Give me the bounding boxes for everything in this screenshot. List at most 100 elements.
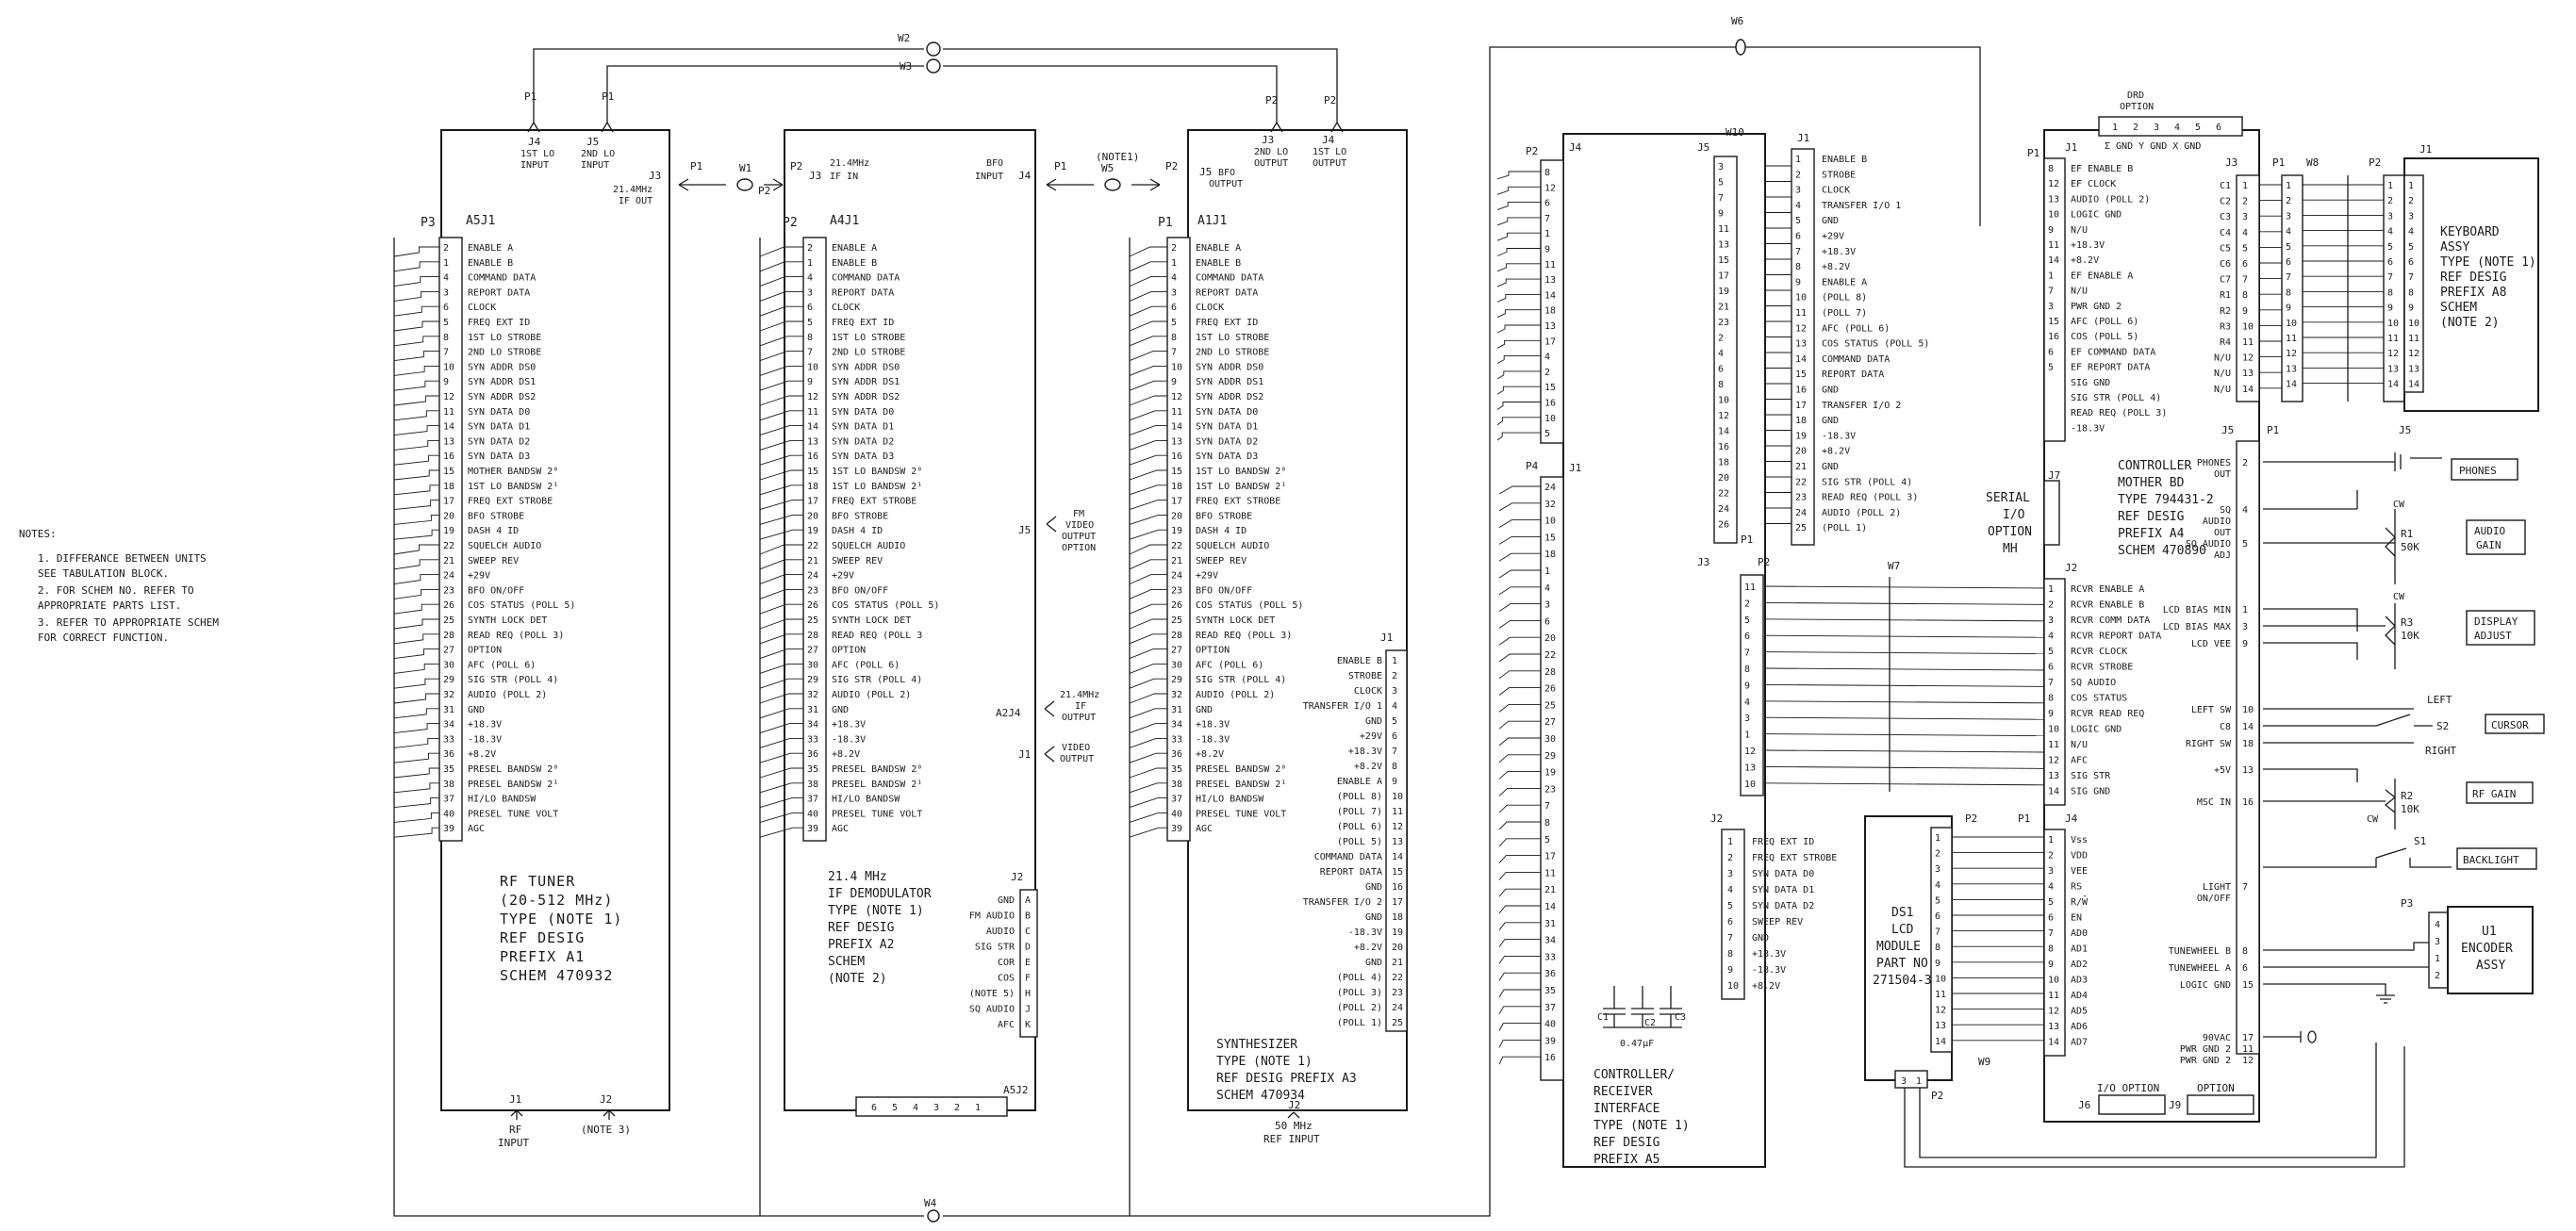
lcd-pin: 13 xyxy=(1935,1021,1946,1031)
j1r-label: ENABLE A xyxy=(1822,277,1867,287)
j1r-label: AUDIO (POLL 2) xyxy=(1822,508,1901,518)
pin-signal: +29V xyxy=(468,571,490,582)
connector-pin: 13 xyxy=(1544,321,1556,332)
pin-number: 25 xyxy=(443,616,454,626)
pin-signal: BFO STROBE xyxy=(1196,511,1252,521)
synth-j1-label: CLOCK xyxy=(1354,686,1382,697)
encoder-ref: P3 xyxy=(2401,897,2413,910)
drd-title: OPTION xyxy=(2120,102,2154,112)
kb-p1-pin: 13 xyxy=(2286,364,2297,374)
note3-arrow xyxy=(603,1109,616,1120)
pin-number: 35 xyxy=(443,764,454,775)
mb-j1-pin: 13 xyxy=(2048,194,2059,205)
mb-j4-pin: 1 xyxy=(2048,835,2054,845)
w7-wire xyxy=(1762,749,2045,753)
serial-label: SERIAL xyxy=(1986,491,2030,505)
synth-j1-label: ENABLE B xyxy=(1337,656,1382,666)
mb-j5-label: PWR GND 2 xyxy=(2180,1044,2231,1055)
pin-number: 35 xyxy=(807,764,818,775)
harness-wire xyxy=(1129,767,1167,779)
jack-ref: J5 xyxy=(1199,166,1212,178)
pin-number: 8 xyxy=(443,333,449,343)
keyboard-title: REF DESIG xyxy=(2440,271,2507,285)
mb-j2-label: RCVR READ REQ xyxy=(2071,709,2144,719)
harness-wire xyxy=(1496,186,1541,195)
pin-number: 26 xyxy=(1171,600,1182,611)
mb-j3-pin: 7 xyxy=(2242,275,2248,286)
connector-pin: 12 xyxy=(1744,747,1756,757)
synth-j1-pin: 5 xyxy=(1392,716,1397,727)
mb-j1-pin: 16 xyxy=(2048,332,2059,342)
r2-label: R2 xyxy=(2401,790,2413,802)
mb-j4-label: AD5 xyxy=(2071,1007,2088,1017)
mb-j1-label: LOGIC GND xyxy=(2071,210,2122,221)
panel-ref: J5 xyxy=(2399,424,2411,436)
harness-wire xyxy=(1498,1006,1541,1015)
mb-j3-label: C1 xyxy=(2220,181,2231,191)
kb-p1-pin: 8 xyxy=(2286,287,2291,298)
j1r-label: GND xyxy=(1822,462,1839,472)
connector-pin: 8 xyxy=(1727,949,1733,960)
pin-signal: PRESEL TUNE VOLT xyxy=(1196,809,1286,819)
harness-wire xyxy=(1129,693,1167,704)
mother-title: MOTHER BD xyxy=(2118,476,2185,490)
connector-pin: 21 xyxy=(1795,462,1807,472)
pin-number: 27 xyxy=(807,646,818,656)
j2-pin: C xyxy=(1025,927,1031,937)
keyboard-p1 xyxy=(2281,174,2304,402)
harness-wire xyxy=(393,693,439,704)
pin-signal: AFC (POLL 6) xyxy=(468,660,536,670)
display-label: ADJUST xyxy=(2474,630,2512,642)
jack-ref: J4 xyxy=(528,136,541,148)
j2-label: COS xyxy=(998,974,1015,984)
side-output-label: OUTPUT xyxy=(1060,754,1094,764)
lcd-title: LCD xyxy=(1891,923,1914,937)
synth-j1-pin: 3 xyxy=(1392,686,1397,697)
harness-wire xyxy=(1129,290,1167,302)
pin-number: 9 xyxy=(807,377,813,387)
lcd-plug-ref: P2 xyxy=(1931,1090,1943,1102)
keyboard-pin-list: 1112223334445556667778889991010101111111… xyxy=(2286,181,2419,390)
pin-signal: SWEEP REV xyxy=(1196,556,1247,566)
jack-ref: J3 xyxy=(1262,134,1274,146)
wire-label: W6 xyxy=(1731,15,1743,27)
pin-signal: PRESEL TUNE VOLT xyxy=(468,809,558,819)
harness-wire xyxy=(1496,402,1541,410)
w4-connector xyxy=(927,1209,940,1223)
mb-j2-label: SIG STR xyxy=(2071,771,2111,781)
mb-j3-pin: 8 xyxy=(2242,290,2248,301)
pin-number: 12 xyxy=(1171,392,1182,402)
harness-wire xyxy=(393,425,439,436)
pin-number: 3 xyxy=(443,287,449,298)
phones-label: PHONES xyxy=(2459,465,2497,477)
mb-j1-label: COS (POLL 5) xyxy=(2071,332,2138,342)
j1r-label: GND xyxy=(1822,416,1839,426)
pin-signal: AGC xyxy=(468,824,485,834)
pin-signal: FREQ EXT ID xyxy=(1196,318,1258,328)
connector-pin: 20 xyxy=(1795,447,1807,457)
pin-number: 14 xyxy=(807,422,818,433)
harness-wire xyxy=(1129,618,1167,630)
phones-jack xyxy=(2263,452,2442,471)
pin-signal: READ REQ (POLL 3) xyxy=(468,631,564,641)
if-demod-title: REF DESIG xyxy=(828,921,895,935)
harness-wire xyxy=(1498,603,1541,612)
pin-signal: READ REQ (POLL 3) xyxy=(1196,631,1292,641)
harness-wire xyxy=(759,544,803,555)
mb-j5-pin: 12 xyxy=(2242,1056,2254,1066)
mb-j1-pin: 15 xyxy=(2048,317,2059,327)
harness-wire xyxy=(1498,955,1541,964)
pin-number: 7 xyxy=(443,348,449,358)
j1r-label: +29V xyxy=(1822,232,1844,242)
mb-j4-label: AD1 xyxy=(2071,944,2088,955)
a5j2-connector xyxy=(855,1096,1008,1117)
mb-j2-label: RCVR COMM DATA xyxy=(2071,616,2150,626)
harness-wire xyxy=(393,723,439,734)
connector-pin: 35 xyxy=(1544,986,1556,996)
w7-wire xyxy=(1762,733,2045,737)
mb-j1-label: EF CLOCK xyxy=(2071,179,2116,189)
kb-pin: 1 xyxy=(2408,181,2414,191)
